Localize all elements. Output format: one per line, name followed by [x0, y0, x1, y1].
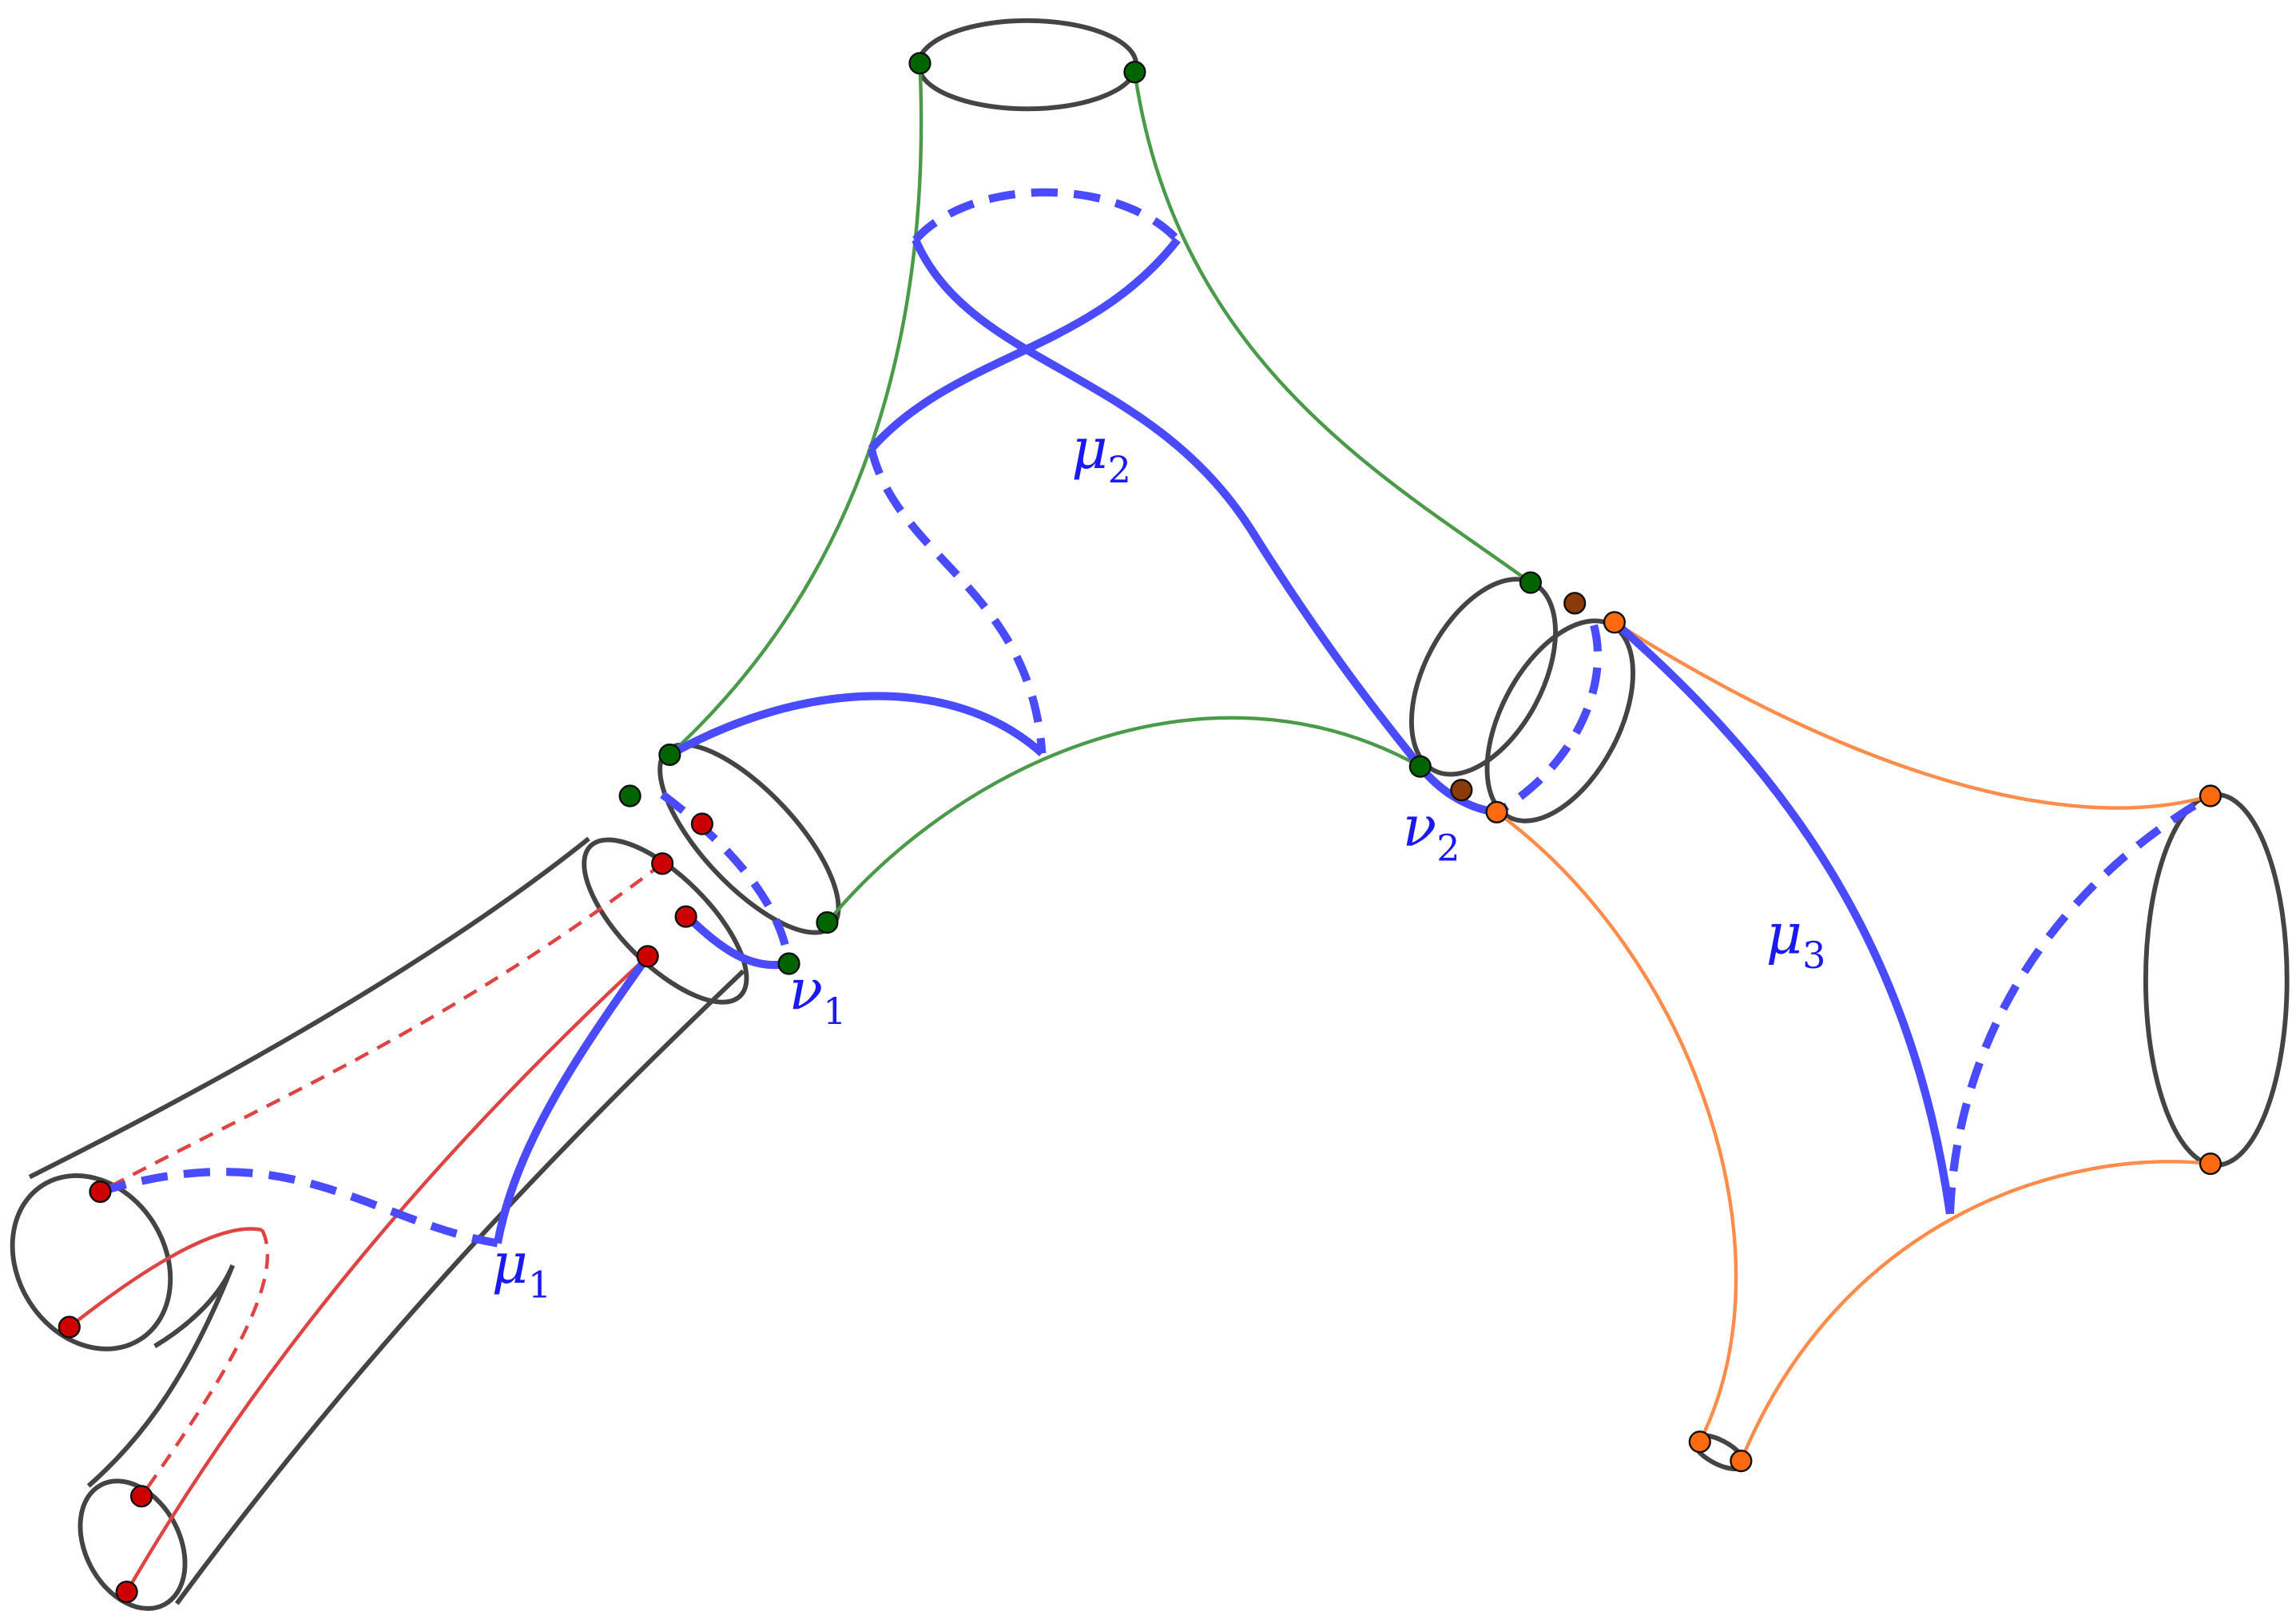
point	[129, 1485, 153, 1508]
point	[89, 1180, 112, 1204]
boundary-cuffs	[10, 18, 2290, 1611]
tube-cuff	[582, 837, 749, 1005]
bottom-left-cuff-2	[77, 1478, 188, 1611]
curve-labels: μ2 ν2 μ3 ν1 μ1	[491, 416, 1825, 1307]
point	[1485, 800, 1508, 823]
label-mu2: μ2	[1071, 416, 1131, 491]
point	[636, 945, 659, 968]
point	[674, 905, 697, 928]
label-mu1: μ1	[491, 1231, 551, 1306]
label-nu1: ν1	[789, 958, 847, 1033]
point	[2199, 1152, 2223, 1176]
seams	[68, 63, 2211, 1593]
label-mu3: μ3	[1766, 902, 1826, 977]
marked-points	[58, 52, 2223, 1604]
point	[2199, 784, 2223, 807]
point	[618, 784, 642, 807]
point	[1688, 1430, 1711, 1454]
point	[1519, 571, 1543, 594]
point	[1563, 592, 1587, 615]
point	[816, 911, 839, 934]
point	[58, 1315, 81, 1339]
point	[1408, 755, 1432, 778]
point	[1603, 611, 1627, 634]
blue-curves	[99, 188, 2213, 1248]
point	[690, 812, 713, 835]
point	[115, 1580, 138, 1604]
point	[1123, 61, 1146, 84]
point	[658, 743, 681, 767]
bottom-left-cuff-1	[10, 1173, 173, 1351]
top-cuff	[916, 18, 1139, 112]
point	[908, 52, 932, 75]
far-right-cuff	[2143, 792, 2290, 1168]
point	[777, 952, 800, 975]
point	[1730, 1450, 1753, 1473]
point	[1450, 779, 1473, 802]
point	[651, 852, 674, 875]
label-nu2: ν2	[1403, 794, 1460, 869]
